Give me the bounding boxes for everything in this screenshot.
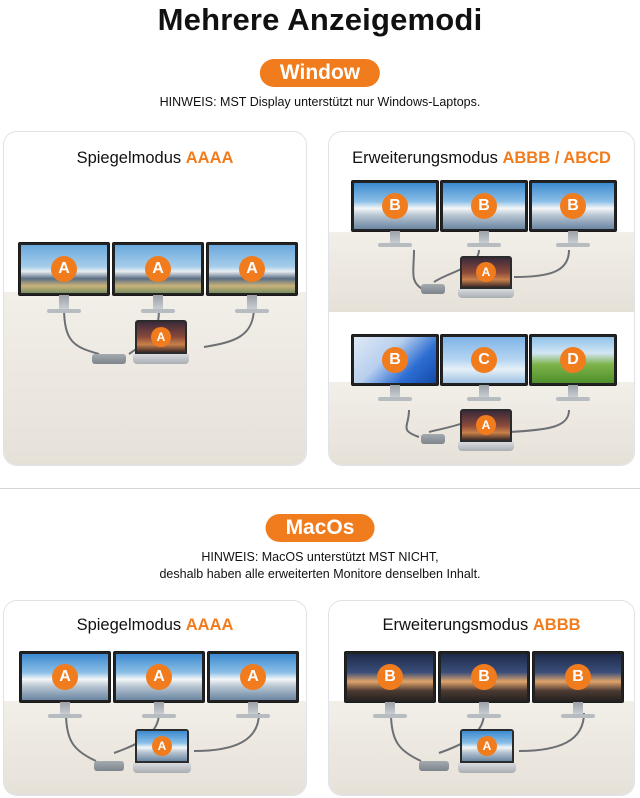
monitor-3: B (532, 651, 624, 718)
windows-extend-title: Erweiterungsmodus ABBB / ABCD (352, 149, 611, 167)
display-letter: A (151, 327, 171, 348)
laptop: A (457, 409, 515, 451)
macos-mirror-title: Spiegelmodus AAAA (76, 616, 234, 634)
display-letter: A (51, 256, 77, 282)
display-letter: B (565, 664, 591, 690)
monitor-2: A (113, 651, 205, 718)
display-letter: A (240, 664, 266, 690)
monitor-1: A (18, 242, 110, 313)
monitor-2: B (438, 651, 530, 718)
display-letter: B (471, 664, 497, 690)
display-letter: A (152, 736, 172, 757)
macos-note-line2: deshalb haben alle erweiterten Monitore … (159, 567, 481, 581)
page-title: Mehrere Anzeigemodi (157, 2, 483, 37)
windows-note: HINWEIS: MST Display unterstützt nur Win… (159, 95, 481, 109)
monitor-3: A (206, 242, 298, 313)
monitor-2: A (112, 242, 204, 313)
laptop: A (457, 256, 515, 298)
usb-hub (421, 284, 445, 294)
display-letter: B (560, 193, 586, 219)
macos-note-line1: HINWEIS: MacOS unterstützt MST NICHT, (201, 550, 439, 564)
macos-mirror-card: Spiegelmodus AAAA A A A A (3, 600, 307, 796)
monitor-3: B (529, 180, 617, 247)
display-letter: A (477, 736, 497, 757)
macos-extend-card: Erweiterungsmodus ABBB B B B A (328, 600, 635, 796)
monitor-1: B (351, 334, 439, 401)
windows-mirror-card: Spiegelmodus AAAA A A A A (3, 131, 307, 466)
display-letter: A (52, 664, 78, 690)
laptop: A (457, 729, 517, 773)
display-letter: B (377, 664, 403, 690)
monitor-1: B (344, 651, 436, 718)
usb-hub (419, 761, 449, 771)
laptop: A (132, 320, 190, 364)
display-letter: A (146, 664, 172, 690)
monitor-3: A (207, 651, 299, 718)
display-letter: D (560, 347, 586, 373)
monitor-2: B (440, 180, 528, 247)
usb-hub (421, 434, 445, 444)
display-letter: A (145, 256, 171, 282)
macos-extend-title: Erweiterungsmodus ABBB (382, 616, 581, 634)
monitor-1: A (19, 651, 111, 718)
display-letter: A (239, 256, 265, 282)
laptop: A (132, 729, 192, 773)
usb-hub (94, 761, 124, 771)
monitor-1: B (351, 180, 439, 247)
display-letter: C (471, 347, 497, 373)
section-divider (0, 488, 640, 489)
display-letter: B (382, 347, 408, 373)
display-letter: B (471, 193, 497, 219)
monitor-2: C (440, 334, 528, 401)
macos-badge: MacOs (265, 514, 375, 542)
windows-extend-card: Erweiterungsmodus ABBB / ABCD B B B A B … (328, 131, 635, 466)
monitor-3: D (529, 334, 617, 401)
usb-hub (92, 354, 126, 364)
display-letter: A (476, 262, 496, 283)
display-letter: B (382, 193, 408, 219)
windows-badge: Window (259, 59, 381, 87)
display-letter: A (476, 415, 496, 436)
windows-mirror-title: Spiegelmodus AAAA (76, 149, 234, 167)
